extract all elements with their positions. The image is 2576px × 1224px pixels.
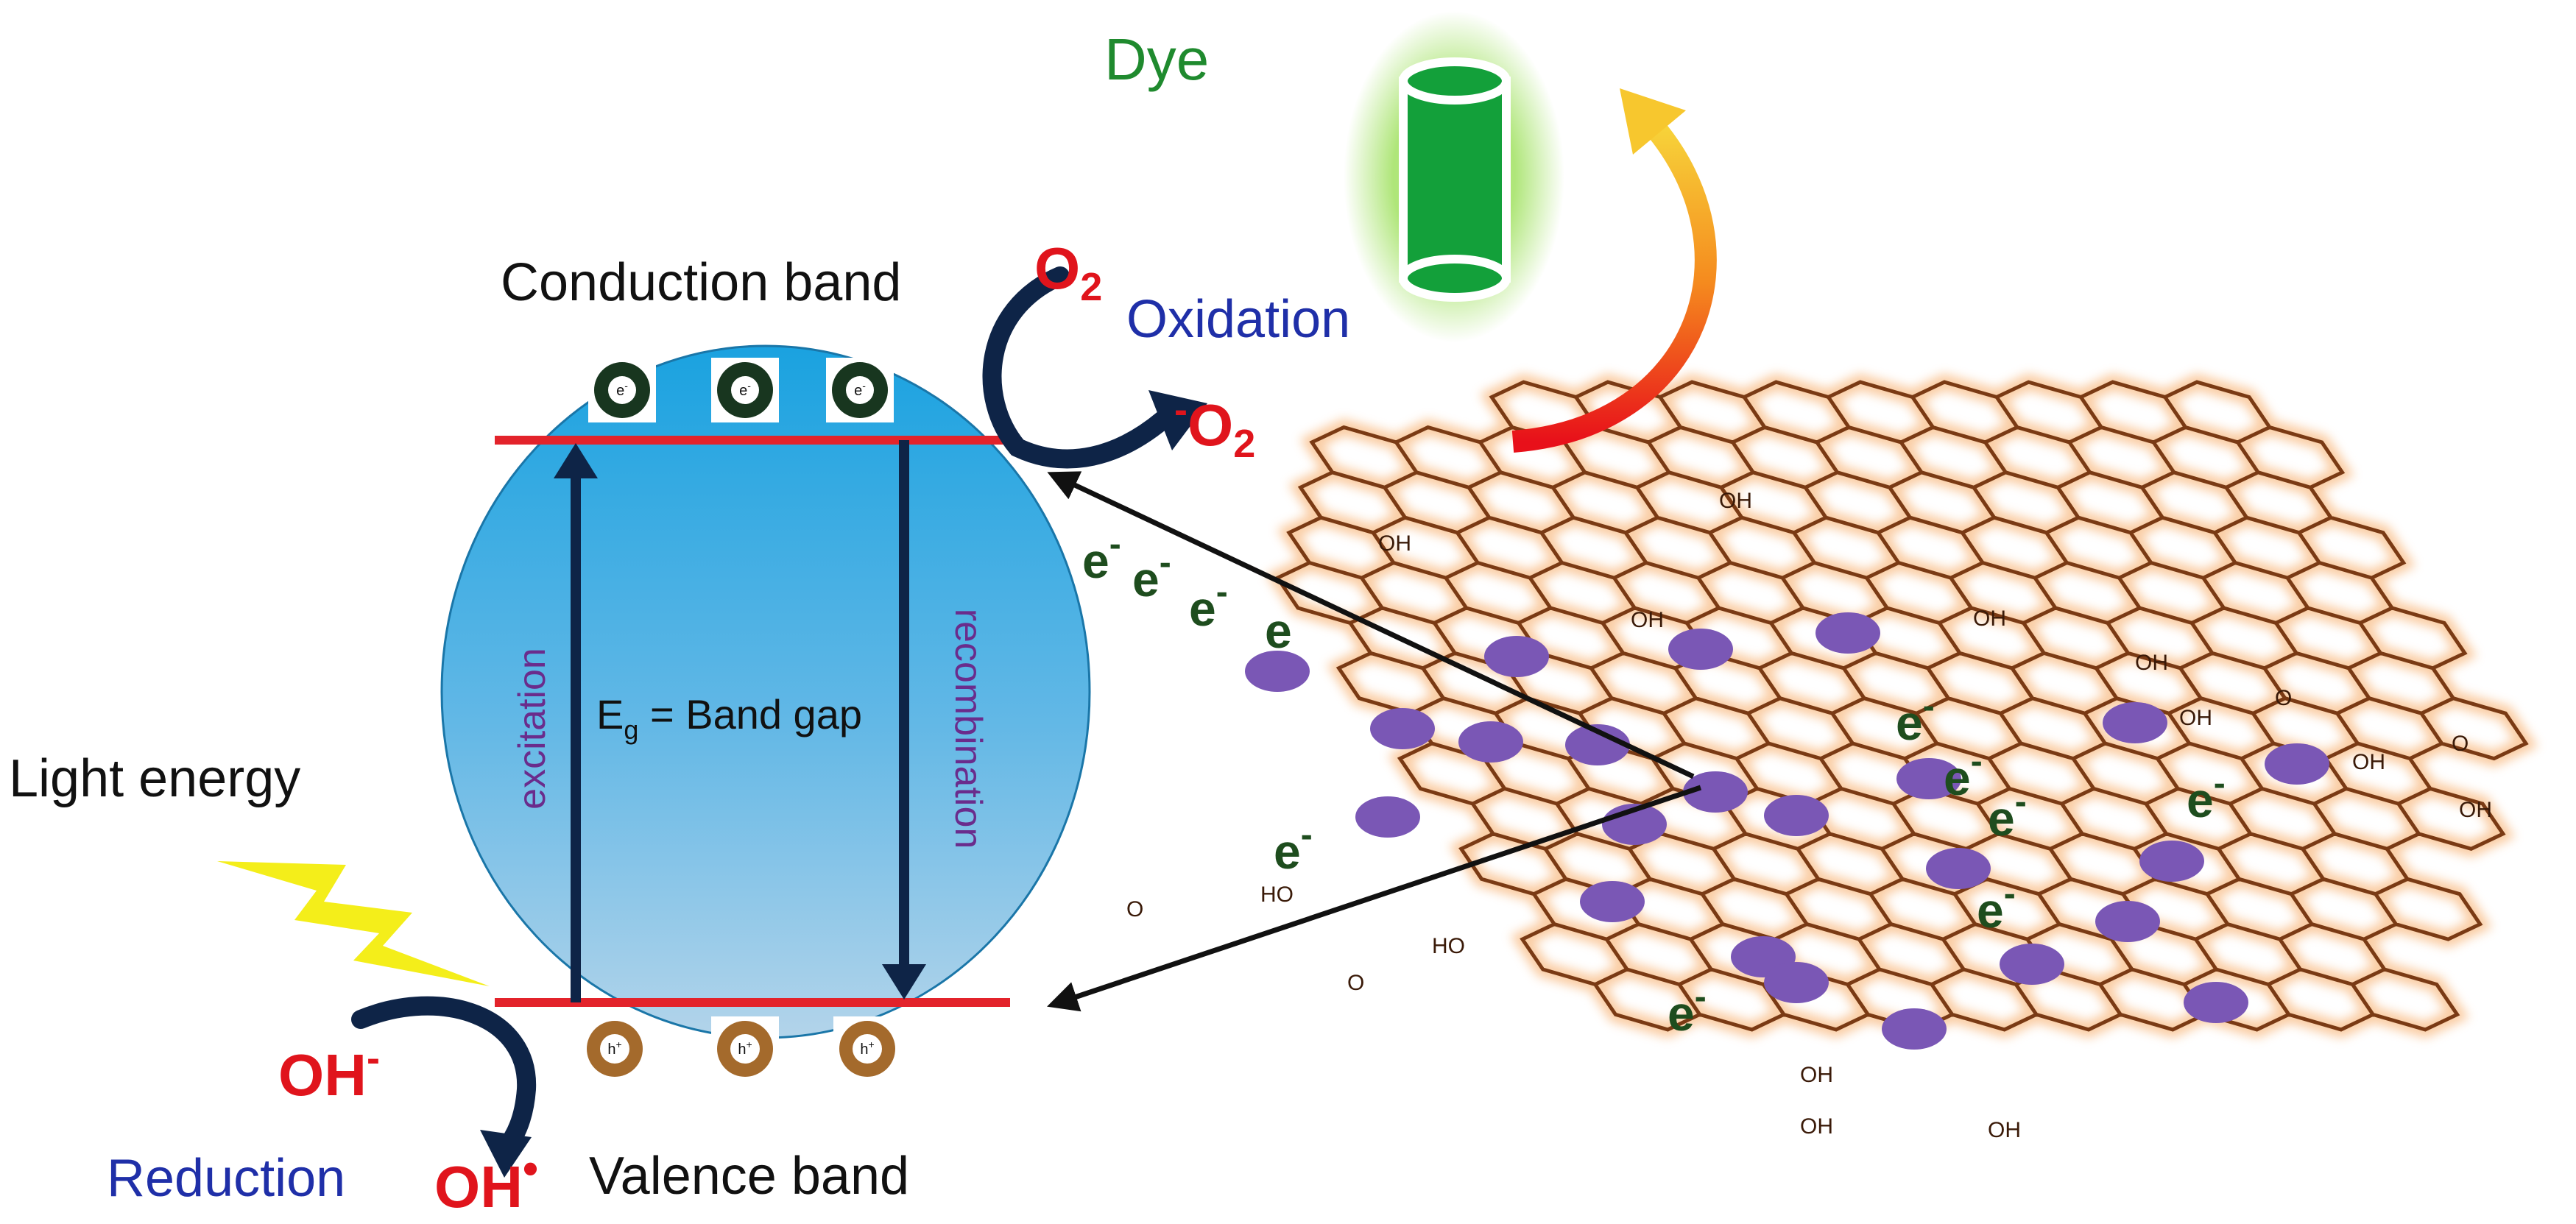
floating-electron-5: e-	[1274, 816, 1313, 879]
oxidation-curved-arrow	[982, 266, 1173, 469]
functional-group-label: O	[1126, 897, 1143, 921]
floating-electron-7: e-	[1944, 742, 1983, 805]
nanoparticle-cluster	[1355, 796, 1420, 838]
nanoparticle-cluster	[1764, 962, 1829, 1003]
reduction-curved-arrow	[351, 996, 537, 1159]
floating-electron-1: e-	[1082, 525, 1121, 588]
transfer-arrow-to-conduction	[1047, 471, 1695, 779]
functional-group-label: OH	[1973, 606, 2006, 631]
recombination-arrowhead	[882, 964, 926, 1000]
nanoparticle-cluster	[1458, 721, 1523, 763]
dye-molecule-icon	[1344, 11, 1564, 342]
oxidation-label: Oxidation	[1126, 290, 1350, 349]
svg-text:e-: e-	[854, 380, 866, 399]
functional-group-label: OH	[1988, 1118, 2021, 1142]
nanoparticle-cluster	[1484, 636, 1549, 677]
svg-text:h+: h+	[738, 1039, 752, 1058]
recombination-label: recombination	[947, 609, 989, 849]
functional-group-label: OH	[1800, 1114, 1833, 1139]
dye-label: Dye	[1104, 26, 1209, 92]
nanoparticle-cluster	[1896, 758, 1961, 799]
floating-electron-2: e-	[1132, 543, 1171, 606]
band-gap-label: Eg = Band gap	[596, 691, 862, 745]
functional-group-label: HO	[1432, 934, 1465, 958]
svg-text:e-: e-	[739, 380, 751, 399]
nanoparticle-cluster	[1668, 629, 1733, 670]
graphene-lattice	[1274, 380, 2529, 1032]
floating-electron-8: e-	[1988, 782, 2027, 846]
nanoparticle-cluster	[2139, 841, 2204, 882]
floating-electron-11: e-	[1668, 977, 1707, 1041]
functional-group-label: OH	[1800, 1063, 1833, 1087]
functional-group-label: OH	[2352, 750, 2385, 774]
floating-electron-4: e	[1265, 604, 1292, 658]
excitation-label: excitation	[511, 648, 554, 810]
nanoparticle-cluster	[1580, 881, 1645, 922]
dye-degradation-arrow	[1511, 118, 1717, 453]
functional-group-label: OH	[2135, 651, 2168, 675]
reduction-label: Reduction	[107, 1149, 345, 1208]
functional-group-label: O	[2452, 732, 2469, 756]
nanoparticle-cluster	[1764, 795, 1829, 836]
floating-electron-10: e-	[1977, 874, 2016, 938]
oxidation-arrowhead	[1148, 390, 1207, 450]
nanoparticle-cluster	[1370, 708, 1435, 749]
electron-1: e-	[588, 358, 656, 422]
functional-group-label: HO	[1260, 882, 1294, 907]
nanoparticle-cluster	[1245, 651, 1310, 692]
dye-degradation-arrowhead	[1620, 88, 1686, 155]
valence-band-holes: h+ h+ h+	[581, 1016, 901, 1081]
valence-band-label: Valence band	[589, 1147, 909, 1206]
light-energy-icon	[217, 861, 490, 986]
svg-text:h+: h+	[860, 1039, 874, 1058]
conduction-band-label: Conduction band	[501, 253, 901, 312]
functional-group-label: OH	[1719, 489, 1752, 513]
nanoparticle-cluster	[2103, 702, 2167, 743]
superoxide-label: -O2	[1174, 388, 1255, 466]
o2-label: O2	[1034, 236, 1102, 309]
electron-3: e-	[826, 358, 894, 422]
functional-group-label: OH	[2179, 706, 2212, 730]
nanoparticle-cluster	[2095, 901, 2160, 942]
functional-group-label: OH	[1378, 531, 1411, 556]
svg-text:h+: h+	[607, 1039, 621, 1058]
transfer-arrow-to-valence	[1047, 785, 1702, 1012]
electron-2: e-	[711, 358, 779, 422]
floating-electron-6: e-	[1896, 687, 1935, 750]
excitation-arrowhead	[554, 443, 598, 478]
nanoparticle-cluster	[2000, 944, 2064, 985]
electron-labels: e- e- e- e e- e- e- e- e- e- e-	[1082, 525, 2226, 1041]
functional-group-label: OH	[2459, 798, 2492, 822]
conduction-band-electrons: e- e- e-	[588, 358, 894, 422]
floating-electron-3: e-	[1189, 573, 1228, 636]
semiconductor-particle: excitation recombination Eg = Band gap	[440, 344, 1091, 1039]
functional-group-label: O	[2275, 686, 2292, 710]
svg-text:e-: e-	[616, 380, 628, 399]
nanoparticle-cluster	[2184, 982, 2248, 1023]
nanoparticle-cluster	[1565, 724, 1630, 765]
light-energy-label: Light energy	[9, 749, 300, 808]
graphene-oxide-sheet: OHOHOHOHOHOHOHOHOHHOHOOHOHOHOOOO	[1027, 373, 2538, 1142]
nanoparticle-cluster	[1683, 771, 1748, 813]
nanoparticle-cluster	[2265, 743, 2329, 785]
functional-group-label: OH	[1631, 608, 1664, 632]
nanoparticle-cluster	[1882, 1008, 1947, 1050]
hole-2: h+	[711, 1016, 779, 1081]
reduction-arrowhead	[480, 1130, 532, 1178]
nanoparticle-cluster	[1815, 612, 1880, 654]
floating-electron-9: e-	[2187, 764, 2226, 827]
hydroxyl-radical-label: OH•	[434, 1144, 538, 1220]
hole-1: h+	[581, 1016, 649, 1081]
hydroxide-label: OH-	[278, 1036, 380, 1108]
functional-group-label: O	[1347, 971, 1364, 995]
nanoparticle-cluster	[1926, 848, 1991, 889]
hole-3: h+	[833, 1016, 901, 1081]
